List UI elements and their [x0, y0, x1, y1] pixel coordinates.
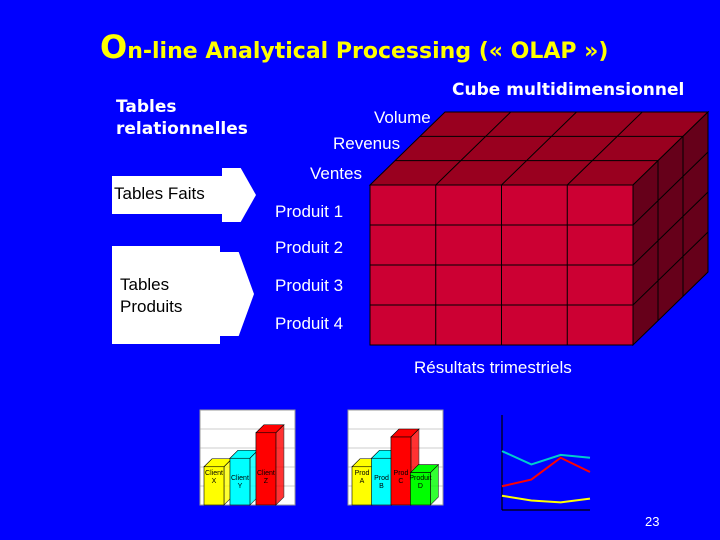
bar-label: Z — [264, 478, 269, 485]
line-series — [501, 456, 591, 488]
title-initial: O — [100, 28, 128, 66]
bar-label: Y — [238, 483, 243, 490]
cube-top-line — [566, 111, 643, 186]
line-series — [501, 450, 591, 466]
product-4-label: Produit 4 — [275, 314, 344, 333]
quarterly-line-chart — [501, 415, 591, 511]
bar-label: Prod — [394, 470, 409, 477]
title-rest: n-line Analytical Processing (« OLAP ») — [127, 39, 609, 64]
cube-side-line — [632, 231, 709, 306]
page-number: 23 — [645, 514, 660, 529]
measure-volume: Volume — [374, 108, 431, 127]
bar-side — [275, 424, 285, 506]
bar-label: C — [398, 478, 403, 485]
cube-top-line — [435, 111, 512, 186]
cube-label: Cube multidimensionnel — [452, 80, 685, 100]
bar-label: Prod — [374, 475, 389, 482]
product-3-label: Produit 3 — [275, 276, 344, 295]
products-table-box: Tables Produits — [112, 246, 220, 344]
bar-label: Client — [205, 470, 223, 477]
bar-label: Client — [231, 475, 249, 482]
relational-tables-label: Tables relationnelles — [116, 97, 248, 139]
slide-title: On-line Analytical Processing (« OLAP ») — [100, 28, 700, 66]
bar — [229, 457, 251, 506]
bar-label: D — [418, 483, 423, 490]
bar-label: B — [379, 483, 384, 490]
bar-label: Produit — [409, 475, 431, 482]
bar-label: X — [212, 478, 217, 485]
results-label: Résultats trimestriels — [414, 358, 572, 377]
products-table-line1: Tables — [120, 275, 170, 294]
bar — [255, 432, 277, 506]
bar — [390, 436, 412, 506]
cube-top-line — [501, 111, 577, 186]
measure-revenus: Revenus — [333, 134, 401, 153]
facts-table-box: Tables Faits — [112, 176, 222, 214]
product-2-label: Produit 2 — [275, 238, 344, 257]
bar-label: A — [360, 478, 365, 485]
products-table-line2: Produits — [120, 297, 183, 316]
bar — [203, 466, 225, 506]
cube-side-line — [632, 151, 709, 226]
measure-ventes: Ventes — [310, 164, 362, 183]
bar — [410, 472, 431, 506]
facts-table-label: Tables Faits — [114, 184, 205, 203]
line-series — [501, 494, 591, 504]
bar-label: Client — [257, 470, 275, 477]
bar-label: Prod — [355, 470, 370, 477]
product-1-label: Produit 1 — [275, 202, 344, 221]
cube-side-line — [632, 191, 709, 266]
